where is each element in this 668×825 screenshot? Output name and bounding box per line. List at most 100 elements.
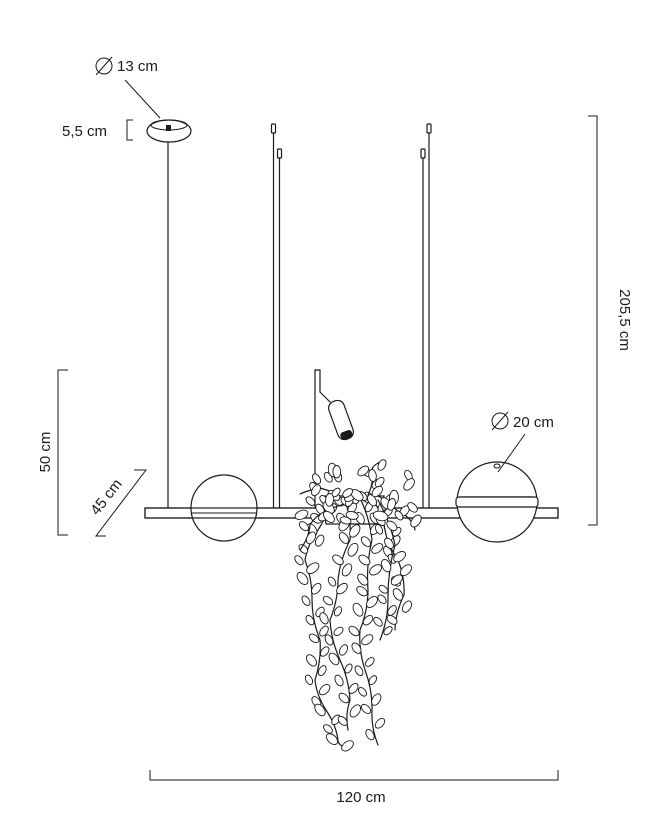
plant-leaf — [327, 576, 337, 587]
plant-leaf — [349, 704, 362, 718]
plant-leaf — [374, 524, 384, 535]
plant-leaf — [364, 657, 375, 667]
plant-leaf — [374, 476, 385, 488]
body-height-label: 50 cm — [37, 432, 54, 473]
plant-leaf — [312, 473, 322, 485]
plant-leaf — [301, 595, 311, 606]
plant-leaf — [344, 663, 353, 674]
plant-leaf — [322, 595, 334, 606]
plant-leaf — [358, 687, 367, 697]
plant-leaf — [319, 625, 329, 637]
plant-leaf — [361, 634, 374, 646]
plant-leaf — [323, 724, 333, 734]
plant-leaf — [357, 465, 370, 477]
plant-leaf — [337, 715, 348, 726]
plant-leaf — [342, 488, 354, 498]
right-support-rods — [420, 123, 432, 509]
body-height-dimension: 50 cm — [37, 369, 68, 536]
plant-leaf — [348, 682, 359, 694]
canopy-leader-line — [124, 79, 161, 119]
plant-leaf — [386, 520, 398, 532]
plant-leaf — [298, 544, 309, 554]
diameter-symbol-icon — [491, 412, 509, 430]
width-dimension: 120 cm — [149, 770, 559, 806]
plant-leaf — [407, 502, 418, 513]
plant-leaf — [317, 665, 327, 677]
plant-leaf — [381, 558, 392, 573]
plant-leaf — [304, 674, 314, 685]
plant-leaf — [322, 510, 335, 523]
plant-leaf — [354, 665, 364, 677]
plant-leaf — [328, 652, 340, 666]
plant-leaf — [371, 693, 382, 706]
plant-leaf — [332, 465, 342, 479]
plant-leaf — [338, 692, 350, 704]
plant-leaf — [345, 511, 359, 520]
plant-leaf — [296, 572, 309, 585]
plant-leaf — [314, 534, 325, 547]
plant-leaf — [410, 514, 422, 528]
depth-label: 45 cm — [87, 476, 126, 519]
ceiling-canopy — [146, 119, 192, 143]
plant-leaf — [314, 703, 326, 717]
depth-dimension: 45 cm — [87, 469, 148, 537]
globe-leader-line — [497, 433, 526, 473]
plant-leaf — [333, 606, 343, 617]
plant-leaf — [356, 585, 368, 597]
plant-leaf — [368, 468, 377, 482]
total-height-label: 205,5 cm — [616, 289, 633, 351]
canopy-diameter-label: 13 cm — [117, 58, 158, 75]
plant-leaf — [401, 600, 413, 613]
plant-leaf — [360, 703, 372, 714]
plant-leaf — [383, 626, 393, 636]
plant-leaf — [351, 642, 362, 654]
plant-leaf — [339, 516, 352, 525]
right-globe-shade — [455, 461, 539, 543]
plant-leaf — [387, 498, 396, 511]
plant-leaf — [341, 563, 353, 577]
plant-leaf — [377, 594, 387, 604]
plant-leaf — [349, 524, 361, 538]
plant-leaf — [362, 614, 374, 626]
width-label: 120 cm — [336, 789, 385, 806]
diameter-symbol-icon — [95, 57, 113, 75]
trailing-plant — [294, 459, 422, 752]
plant-leaf — [384, 537, 394, 550]
plant-leaf — [347, 542, 359, 557]
plant-leaf — [366, 494, 378, 507]
plant-leaf — [368, 675, 377, 686]
plant-leaf — [352, 602, 364, 617]
plant-leaf — [319, 612, 329, 625]
plant-leaf — [399, 564, 413, 577]
plant-leaf — [386, 614, 398, 625]
plant-leaf — [371, 485, 383, 498]
plant-leaf — [403, 478, 415, 491]
plant-leaf — [311, 582, 322, 595]
plant-leaf — [394, 510, 404, 521]
canopy-diameter-annotation: 13 cm — [95, 56, 161, 119]
total-height-dimension: 205,5 cm — [588, 115, 633, 526]
plant-leaf — [357, 573, 369, 586]
plant-leaf — [390, 574, 403, 586]
plant-leaf — [360, 536, 372, 548]
plant-leaf — [319, 684, 331, 696]
plant-leaf — [393, 551, 406, 563]
plant-leaf — [358, 554, 371, 566]
plant-leaf — [333, 626, 344, 636]
plant-leaf — [369, 564, 383, 576]
plant-vine — [329, 499, 351, 731]
plant-leaf — [366, 595, 378, 608]
plant-vine — [359, 497, 379, 746]
canopy-height-annotation: 5,5 cm — [62, 119, 133, 141]
plant-leaf — [306, 562, 320, 575]
plant-leaf — [339, 644, 348, 656]
plant-leaf — [378, 584, 389, 594]
plant-leaf — [325, 733, 339, 745]
plant-leaf — [348, 625, 360, 637]
plant-leaf — [308, 633, 320, 643]
plant-leaf — [305, 615, 315, 626]
plant-leaf — [324, 634, 334, 646]
plant-leaf — [306, 654, 317, 667]
plant-leaf — [305, 531, 317, 545]
